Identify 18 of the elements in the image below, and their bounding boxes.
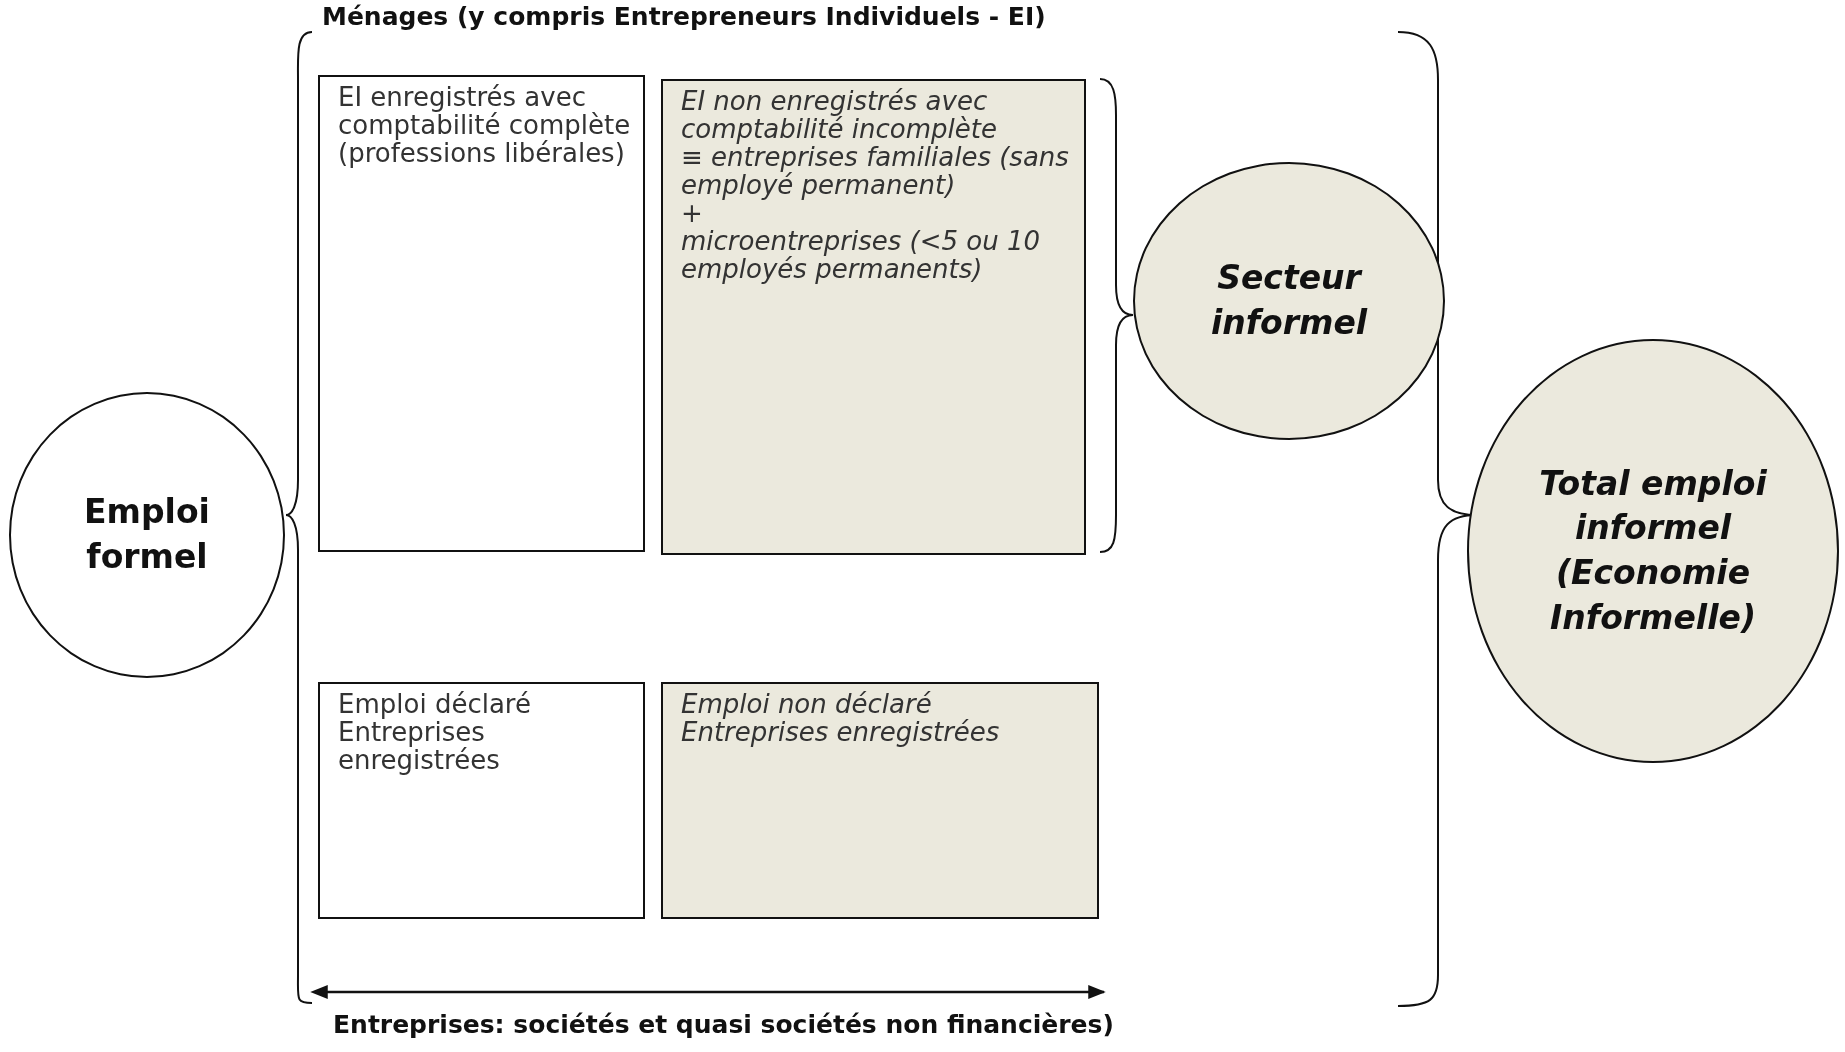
node-label: Total emploi informel (Economie Informelle) xyxy=(1538,462,1768,639)
box-text: Emploi déclaré xyxy=(338,690,532,719)
box-text: EI non enregistrés avec comptabilité incomplète xyxy=(681,87,998,144)
axis-label: Entreprises: sociétés et quasi sociétés non financières) xyxy=(333,1010,1114,1039)
box-text: microentreprises (<5 ou 10 employés permanents) xyxy=(681,227,1042,284)
box-text: Entreprises enregistrées xyxy=(681,718,1001,747)
box-text: ≡ entreprises familiales (sans employé permanent) xyxy=(681,143,1070,200)
category-box xyxy=(318,75,645,552)
box-text: Entreprises enregistrées xyxy=(338,718,501,775)
box-text: + xyxy=(681,199,703,228)
category-box xyxy=(661,79,1086,555)
box-text: EI enregistrés avec comptabilité complète (professions libérales) xyxy=(338,83,631,168)
group-heading: Ménages (y compris Entrepreneurs Individuels - EI) xyxy=(322,2,1046,31)
node-label: Secteur informel xyxy=(1209,257,1369,344)
category-box xyxy=(318,682,645,919)
node-label: Emploi formel xyxy=(83,491,211,578)
category-box xyxy=(661,682,1099,919)
box-text: Emploi non déclaré xyxy=(681,690,933,719)
